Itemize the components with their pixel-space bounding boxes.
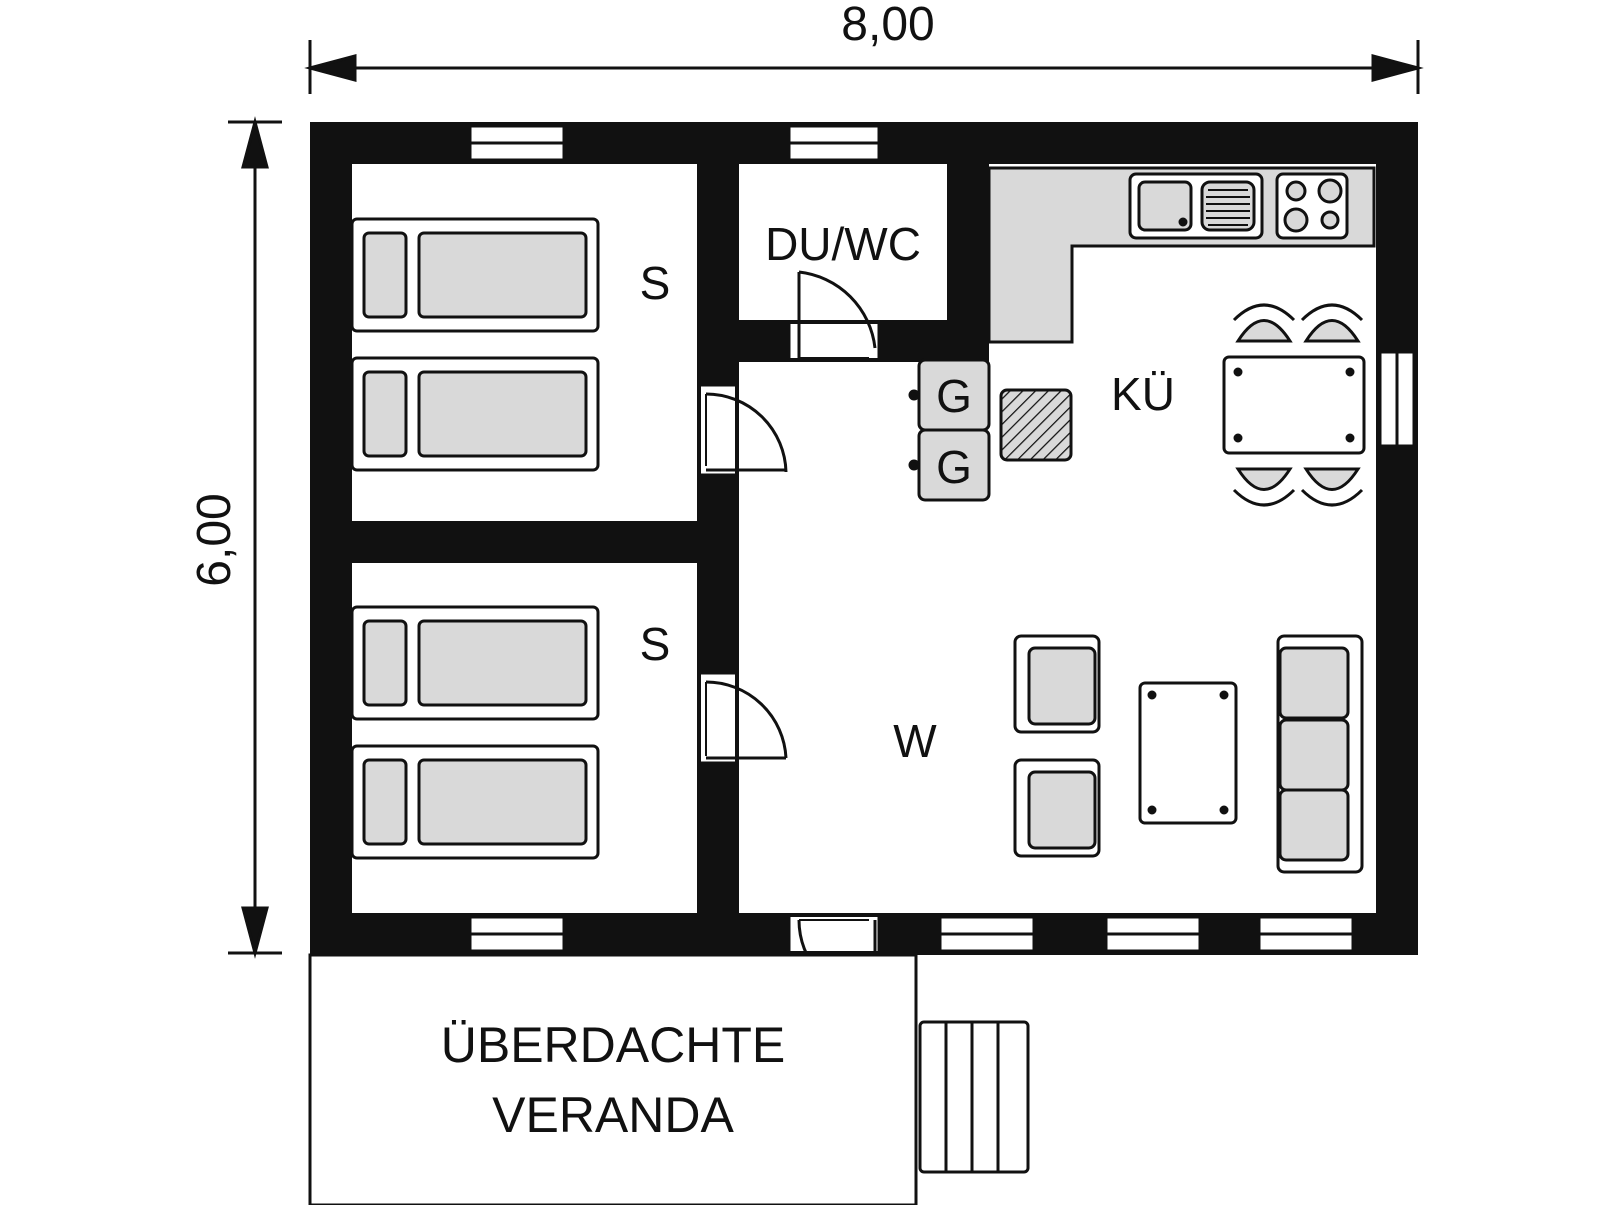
room-label-kitchen: KÜ — [1111, 368, 1175, 420]
bed-3 — [350, 605, 600, 721]
chair-bottom-left — [1232, 467, 1296, 507]
sofa — [1276, 634, 1364, 874]
kitchen-counter — [987, 166, 1376, 344]
veranda-label-line1: ÜBERDACHTE — [441, 1017, 785, 1073]
dining-set — [1222, 303, 1366, 507]
bed-1 — [350, 217, 600, 333]
doors — [701, 270, 881, 1002]
window-bottom-bedroom — [468, 915, 566, 953]
room-label-bedroom-2: S — [640, 618, 671, 670]
window-bottom-1 — [938, 915, 1036, 953]
dimension-height — [228, 116, 282, 959]
chair-bottom-right — [1300, 467, 1364, 507]
bed-2 — [350, 356, 600, 472]
gas-label-2: G — [936, 441, 972, 493]
windows — [468, 124, 1416, 953]
living-furniture — [1013, 634, 1364, 874]
room-label-living: W — [893, 715, 937, 767]
window-bottom-3 — [1257, 915, 1355, 953]
window-top-bath — [787, 124, 881, 162]
window-bottom-2 — [1104, 915, 1202, 953]
chair-top-left — [1232, 303, 1296, 343]
armchair-bottom — [1013, 758, 1101, 858]
gas-units — [908, 358, 991, 502]
sink-icon — [1128, 172, 1264, 240]
stove-icon — [1275, 172, 1349, 240]
window-top-bedroom — [468, 124, 566, 162]
veranda — [308, 953, 918, 1205]
chair-top-right — [1300, 303, 1364, 343]
gas-label-1: G — [936, 370, 972, 422]
bed-4 — [350, 744, 600, 860]
armchair-top — [1013, 634, 1101, 734]
window-right-kitchen — [1378, 350, 1416, 448]
room-label-bedroom-1: S — [640, 257, 671, 309]
width-label: 8,00 — [841, 0, 934, 51]
steps — [918, 1020, 1030, 1174]
beds — [350, 217, 600, 860]
hatched-block — [999, 388, 1073, 462]
coffee-table — [1138, 681, 1238, 825]
height-label: 6,00 — [188, 493, 241, 586]
dimension-width — [304, 40, 1424, 94]
dining-table — [1222, 355, 1366, 455]
veranda-label-line2: VERANDA — [492, 1087, 734, 1143]
room-label-bathroom: DU/WC — [765, 218, 921, 270]
